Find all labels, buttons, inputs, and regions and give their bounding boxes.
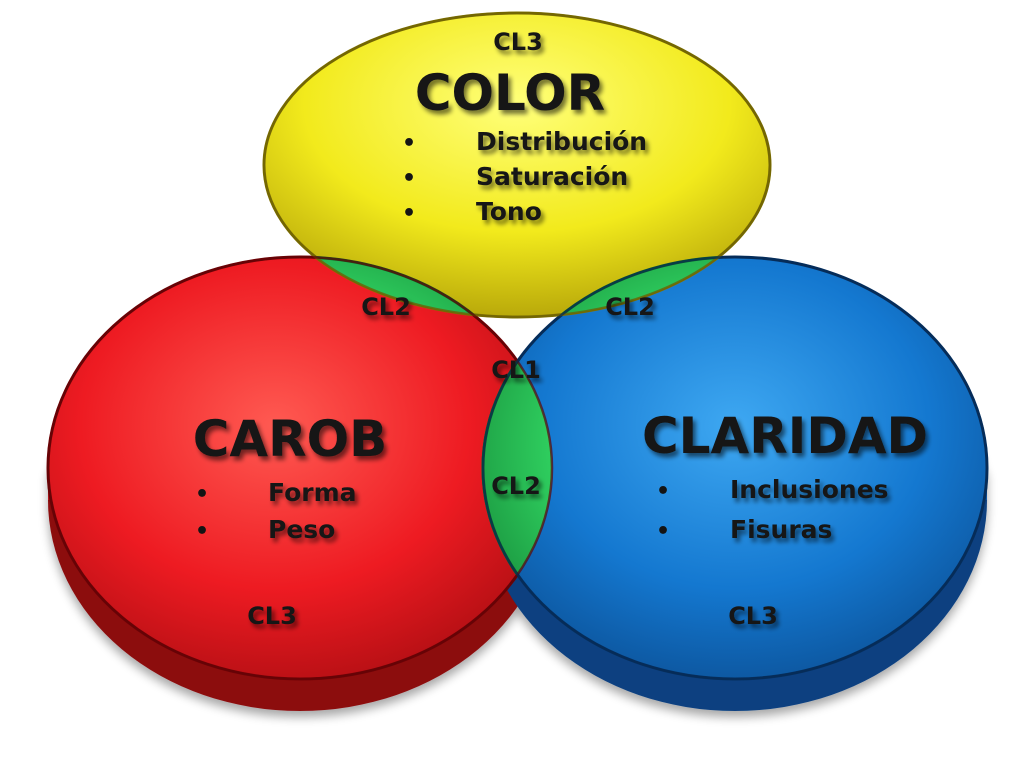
color-item-3: Tono (476, 197, 542, 226)
color-level-label: CL3 (493, 28, 543, 56)
carob-item-1: Forma (268, 478, 357, 507)
color-carob-level-label: CL2 (361, 293, 411, 321)
carob-item-2: Peso (268, 515, 335, 544)
claridad-bullet-1: • (656, 479, 670, 504)
carob-bullet-1: • (195, 482, 209, 507)
color-bullet-1: • (402, 131, 416, 156)
color-bullet-3: • (402, 201, 416, 226)
carob-bullet-2: • (195, 519, 209, 544)
center-level-label: CL1 (491, 356, 541, 384)
color-bullet-2: • (402, 166, 416, 191)
color-item-2: Saturación (476, 162, 628, 191)
claridad-bullet-2: • (656, 519, 670, 544)
color-item-1: Distribución (476, 127, 647, 156)
carob-level-label: CL3 (247, 602, 297, 630)
claridad-level-label: CL3 (728, 602, 778, 630)
color-claridad-level-label: CL2 (605, 293, 655, 321)
circle-outlines (46, 11, 989, 681)
color-title: COLOR (415, 64, 605, 122)
claridad-item-1: Inclusiones (730, 475, 889, 504)
claridad-title: CLARIDAD (642, 407, 928, 465)
claridad-item-2: Fisuras (730, 515, 832, 544)
carob-title: CAROB (193, 410, 388, 468)
carob-circle (46, 255, 554, 681)
carob-claridad-level-label: CL2 (491, 472, 541, 500)
